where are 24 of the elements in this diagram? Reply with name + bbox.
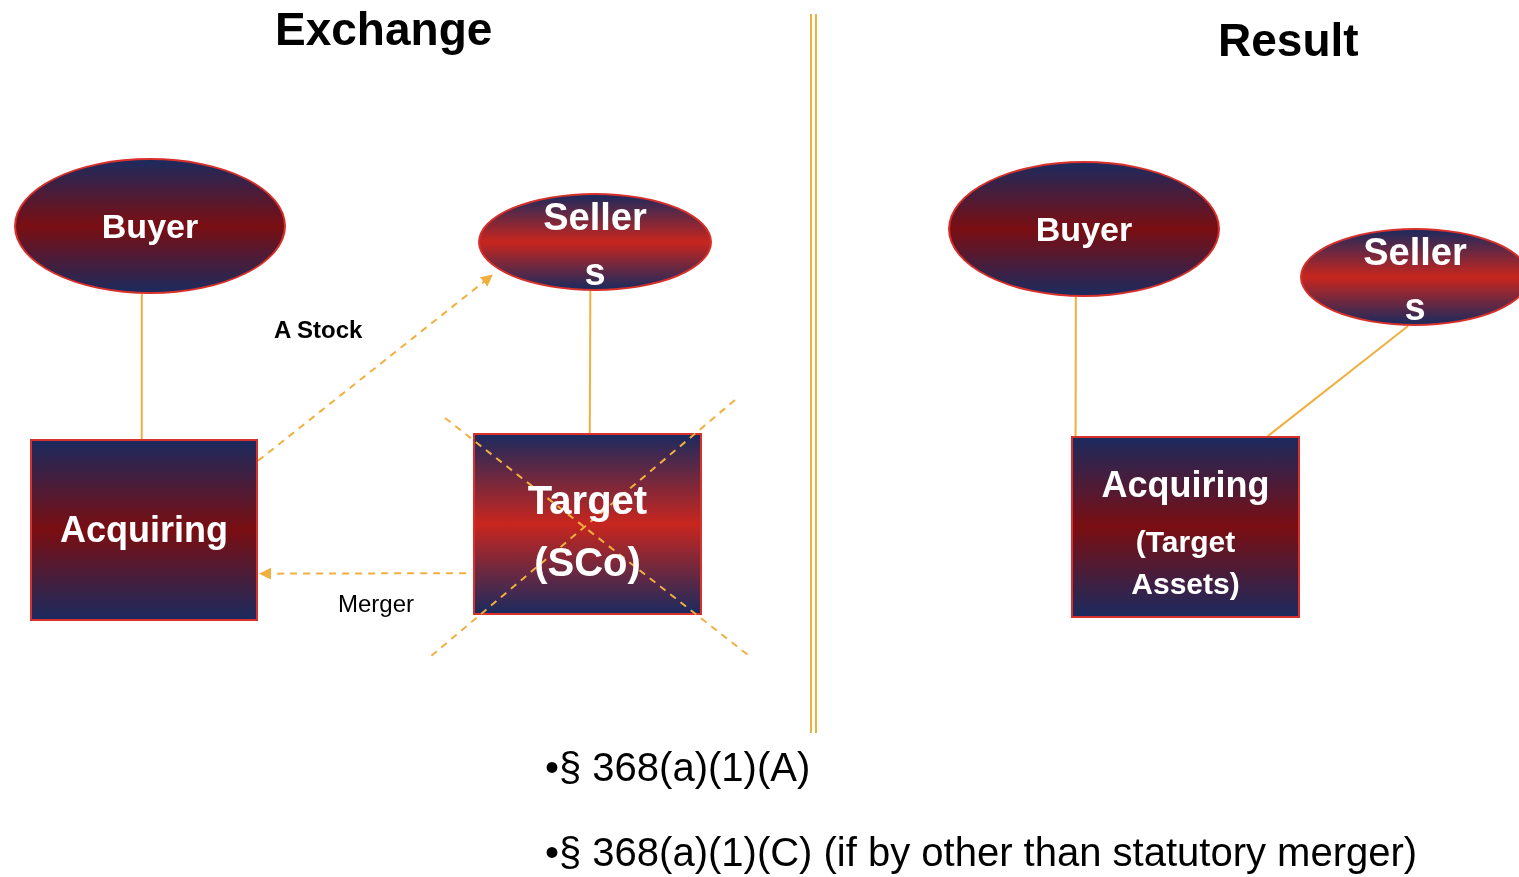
node-label: Target bbox=[527, 477, 648, 524]
edge-label: A Stock bbox=[274, 316, 363, 344]
node-label: Buyer bbox=[1035, 208, 1133, 250]
citation-text: •§ 368(a)(1)(A) bbox=[545, 745, 811, 790]
connector-line bbox=[140, 293, 143, 440]
node-label: Seller s bbox=[542, 194, 648, 295]
citation-text: •§ 368(a)(1)(C) (if by other than statutory merger) bbox=[545, 830, 1418, 875]
node-label: Acquiring bbox=[1101, 463, 1270, 507]
section-heading: Exchange bbox=[275, 2, 493, 56]
arrow bbox=[257, 274, 494, 462]
company-box bbox=[30, 439, 258, 621]
company-box bbox=[473, 433, 702, 615]
node-label: (Target Assets) bbox=[1130, 524, 1241, 602]
connector-line bbox=[1266, 325, 1410, 437]
node-label: Acquiring bbox=[60, 508, 228, 552]
node-label: Buyer bbox=[101, 205, 199, 247]
edge-label: Merger bbox=[338, 590, 415, 618]
arrow bbox=[259, 567, 468, 580]
node-label: Seller s bbox=[1362, 229, 1468, 330]
node-label: (SCo) bbox=[534, 539, 641, 586]
company-box bbox=[1071, 436, 1300, 618]
connector-line bbox=[1074, 296, 1077, 437]
section-heading: Result bbox=[1218, 13, 1359, 67]
connector-line bbox=[588, 290, 592, 434]
